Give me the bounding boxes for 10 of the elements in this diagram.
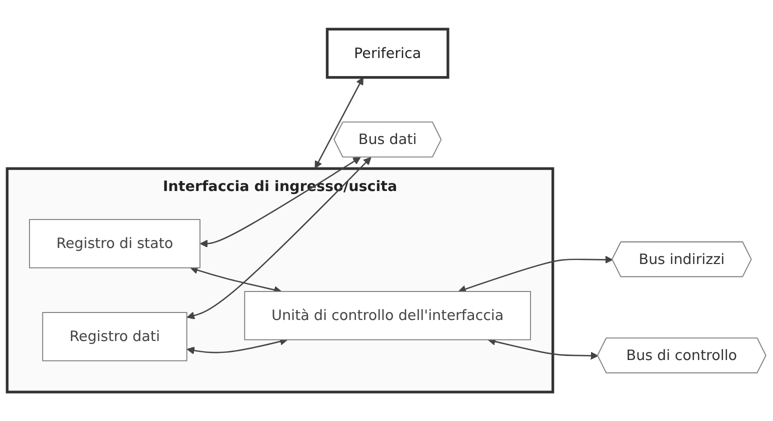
arrow xyxy=(200,156,361,248)
arrow xyxy=(488,338,598,360)
arrow xyxy=(186,338,288,354)
arrow xyxy=(186,156,372,320)
arrow xyxy=(314,76,364,169)
node-box: Registro dati xyxy=(42,312,188,362)
node-box: Unità di controllo dell'interfaccia xyxy=(244,290,531,340)
node-box: Registro di stato xyxy=(29,219,200,268)
arrow xyxy=(458,256,613,293)
node-box: Periferica xyxy=(326,28,450,79)
